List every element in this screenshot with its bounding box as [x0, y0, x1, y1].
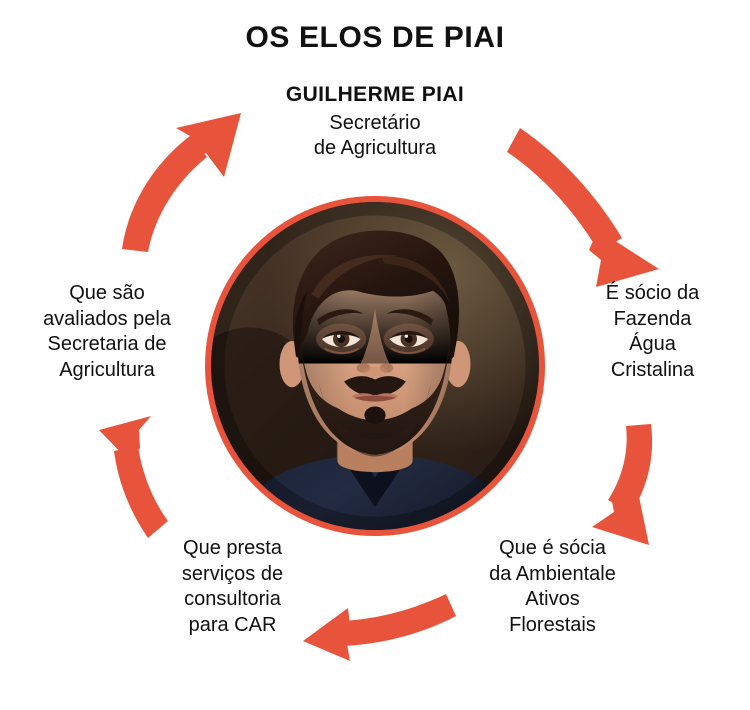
node-line: avaliados pela [43, 307, 171, 330]
portrait-image [211, 202, 539, 530]
node-line: consultoria [184, 588, 281, 611]
node-line: Cristalina [610, 358, 695, 381]
node-line: Ativos [525, 588, 580, 611]
portrait-circle [205, 196, 545, 536]
node-line: Agricultura [59, 358, 155, 381]
arrow-left-icon [99, 416, 168, 538]
node-line: da Ambientale [489, 562, 616, 585]
arrow-top-left-icon [122, 113, 241, 252]
node-avaliados-secretaria: Que são avaliados pela Secretaria de Agr… [8, 281, 206, 383]
arrow-bottom-right-icon [592, 424, 653, 545]
person-role-line-1: Secretário [329, 111, 421, 134]
node-socio-fazenda: É sócio da Fazenda Água Cristalina [560, 281, 745, 383]
center-person-label: GUILHERME PIAI Secretário de Agricultura [225, 82, 525, 162]
node-line: Fazenda [613, 307, 692, 330]
portrait-illustration [211, 202, 539, 530]
node-line: Florestais [509, 613, 596, 636]
node-line: Secretaria de [47, 333, 167, 356]
node-line: Que são [69, 282, 145, 304]
node-line: Que presta [183, 537, 282, 559]
node-line: É sócio da [605, 282, 700, 304]
node-line: Água [629, 333, 676, 356]
page-title: OS ELOS DE PIAI [245, 21, 505, 54]
node-line: Que é sócia [499, 537, 606, 559]
node-socia-ambientale: Que é sócia da Ambientale Ativos Florest… [455, 536, 650, 638]
person-name: GUILHERME PIAI [285, 83, 465, 106]
node-line: serviços de [181, 562, 284, 585]
person-role-line-2: de Agricultura [313, 137, 437, 160]
arrow-top-right-icon [507, 128, 659, 287]
node-consultoria-car: Que presta serviços de consultoria para … [135, 536, 330, 638]
node-line: para CAR [188, 613, 277, 636]
